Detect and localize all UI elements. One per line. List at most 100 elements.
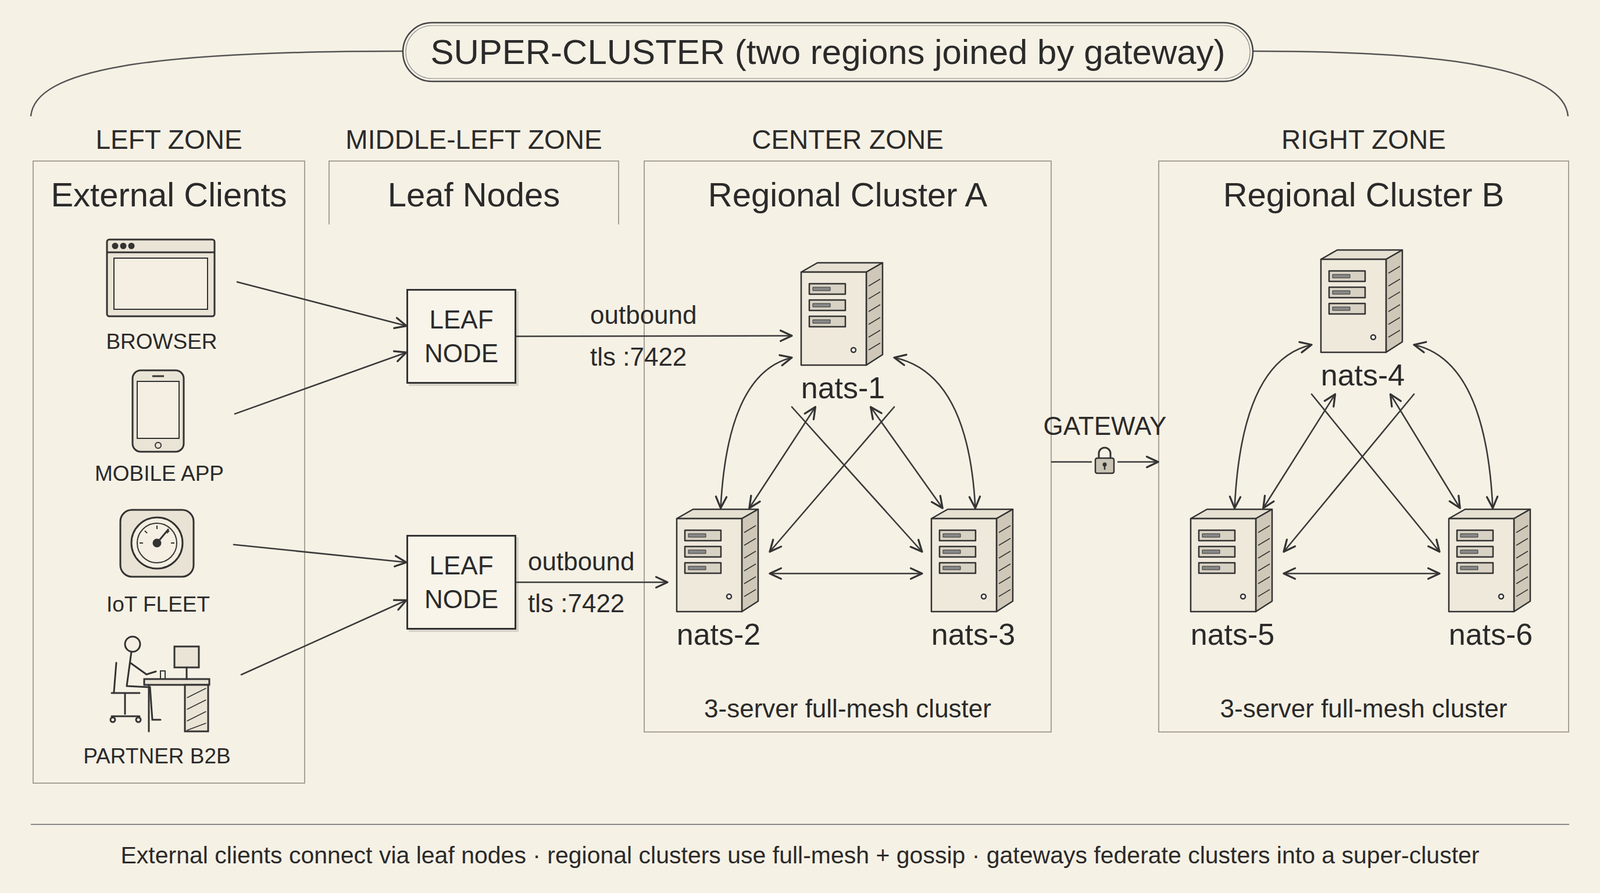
server-node: nats-3 xyxy=(922,508,1025,654)
client-node: IoT FLEET xyxy=(82,508,234,619)
gauge-ring xyxy=(131,517,183,569)
zone-title: Regional Cluster A xyxy=(633,174,1063,216)
leaf-label: LEAF NODE xyxy=(419,548,503,617)
gauge-hub xyxy=(153,539,161,547)
gauge-icon xyxy=(120,509,194,577)
zone-edge xyxy=(618,160,620,225)
server-node: nats-1 xyxy=(791,261,895,407)
bracket-arc xyxy=(1252,51,1569,117)
zone-head: CENTER ZONE xyxy=(621,123,1074,156)
zone-node: CENTER ZONERegional Cluster A3-server fu… xyxy=(643,160,1052,733)
server-icon xyxy=(931,509,1013,612)
phone-icon xyxy=(132,370,184,452)
diagram-title: SUPER-CLUSTER (two regions joined by gat… xyxy=(402,22,1253,82)
lock-keyhole xyxy=(1102,462,1107,467)
zone-edge xyxy=(328,160,330,225)
leaf-node: LEAF NODE xyxy=(406,534,517,630)
gauge-face xyxy=(137,523,177,563)
server-label: nats-1 xyxy=(780,369,906,406)
phone-speaker xyxy=(152,375,164,378)
zone-title: Leaf Nodes xyxy=(318,174,630,216)
connector xyxy=(1283,572,1440,575)
zone-foot: 3-server full-mesh cluster xyxy=(633,694,1063,724)
lock-shackle xyxy=(1098,447,1111,459)
monitor xyxy=(174,646,199,668)
connector xyxy=(769,406,895,552)
server-icon xyxy=(1448,509,1531,612)
server-label: nats-6 xyxy=(1427,616,1554,653)
gauge-case xyxy=(120,509,194,577)
chair-wheel xyxy=(110,717,116,723)
leaf-label: LEAF NODE xyxy=(419,302,503,371)
client-node: MOBILE APP xyxy=(83,368,235,488)
client-node: BROWSER xyxy=(86,236,238,356)
connector xyxy=(720,357,792,509)
server-node: nats-2 xyxy=(667,508,770,654)
server-node: nats-5 xyxy=(1181,508,1284,654)
connector xyxy=(516,336,792,337)
lock-body xyxy=(1095,458,1114,474)
connector xyxy=(1390,394,1461,509)
client-label: MOBILE APP xyxy=(72,459,247,488)
phone-button xyxy=(155,442,162,449)
zone-head: RIGHT ZONE xyxy=(1136,123,1592,156)
chair xyxy=(111,662,140,717)
connector xyxy=(791,406,923,552)
zone-node: LEFT ZONEExternal ClientsBROWSERMOBILE A… xyxy=(32,160,306,784)
zone-title: External Clients xyxy=(22,174,316,216)
connector xyxy=(237,281,407,327)
zone-node: MIDDLE-LEFT ZONELeaf NodesLEAF NODELEAF … xyxy=(328,160,620,733)
connector xyxy=(769,572,923,575)
zone-node: RIGHT ZONERegional Cluster B3-server ful… xyxy=(1158,160,1570,733)
phone-body xyxy=(132,370,184,452)
server-label: nats-5 xyxy=(1169,616,1296,653)
connector xyxy=(1413,344,1494,509)
server-icon xyxy=(1190,509,1273,612)
zone-head: LEFT ZONE xyxy=(10,123,328,156)
server-node: nats-6 xyxy=(1439,508,1542,654)
connector xyxy=(233,544,407,563)
server-label: nats-3 xyxy=(910,616,1037,653)
connector xyxy=(241,600,407,675)
connector xyxy=(516,581,668,584)
diagram-caption: External clients connect via leaf nodes … xyxy=(0,840,1600,871)
connector xyxy=(749,406,816,509)
lock-keyhole xyxy=(1104,465,1106,470)
client-label: BROWSER xyxy=(74,327,249,356)
title-pill xyxy=(402,22,1253,82)
server-label: nats-4 xyxy=(1300,356,1426,394)
leaf-node: LEAF NODE xyxy=(406,288,517,384)
edge-label: outbound tls :7422 xyxy=(590,294,719,378)
zone-title: Regional Cluster B xyxy=(1147,174,1580,216)
connector xyxy=(870,406,944,509)
browser-icon xyxy=(106,239,215,317)
browser-frame xyxy=(106,239,215,317)
server-icon xyxy=(1320,250,1403,353)
phone-screen xyxy=(137,381,180,439)
client-label: IoT FLEET xyxy=(70,590,246,619)
browser-bar xyxy=(106,251,215,254)
edge-label: GATEWAY xyxy=(988,408,1222,444)
server-label: nats-2 xyxy=(655,616,782,653)
zone-head: MIDDLE-LEFT ZONE xyxy=(306,123,642,156)
browser-pane xyxy=(113,258,208,310)
lock-mask xyxy=(1091,446,1118,477)
cup xyxy=(160,670,166,680)
connector xyxy=(1263,394,1336,509)
connector xyxy=(1234,344,1312,509)
zone-foot: 3-server full-mesh cluster xyxy=(1147,694,1580,724)
desk-leg xyxy=(148,684,150,732)
server-node: nats-4 xyxy=(1311,248,1414,395)
monitor-stand xyxy=(186,667,188,680)
bracket-arc xyxy=(30,51,403,117)
edge-label: outbound tls :7422 xyxy=(527,540,656,625)
browser-dot xyxy=(129,243,134,249)
worker-icon xyxy=(110,636,210,732)
browser-dot xyxy=(120,243,126,249)
connector xyxy=(894,357,976,509)
desk-drawer xyxy=(184,684,209,732)
desk-hatch xyxy=(187,688,206,731)
browser-dot xyxy=(112,243,118,249)
client-node: PARTNER B2B xyxy=(72,633,242,771)
